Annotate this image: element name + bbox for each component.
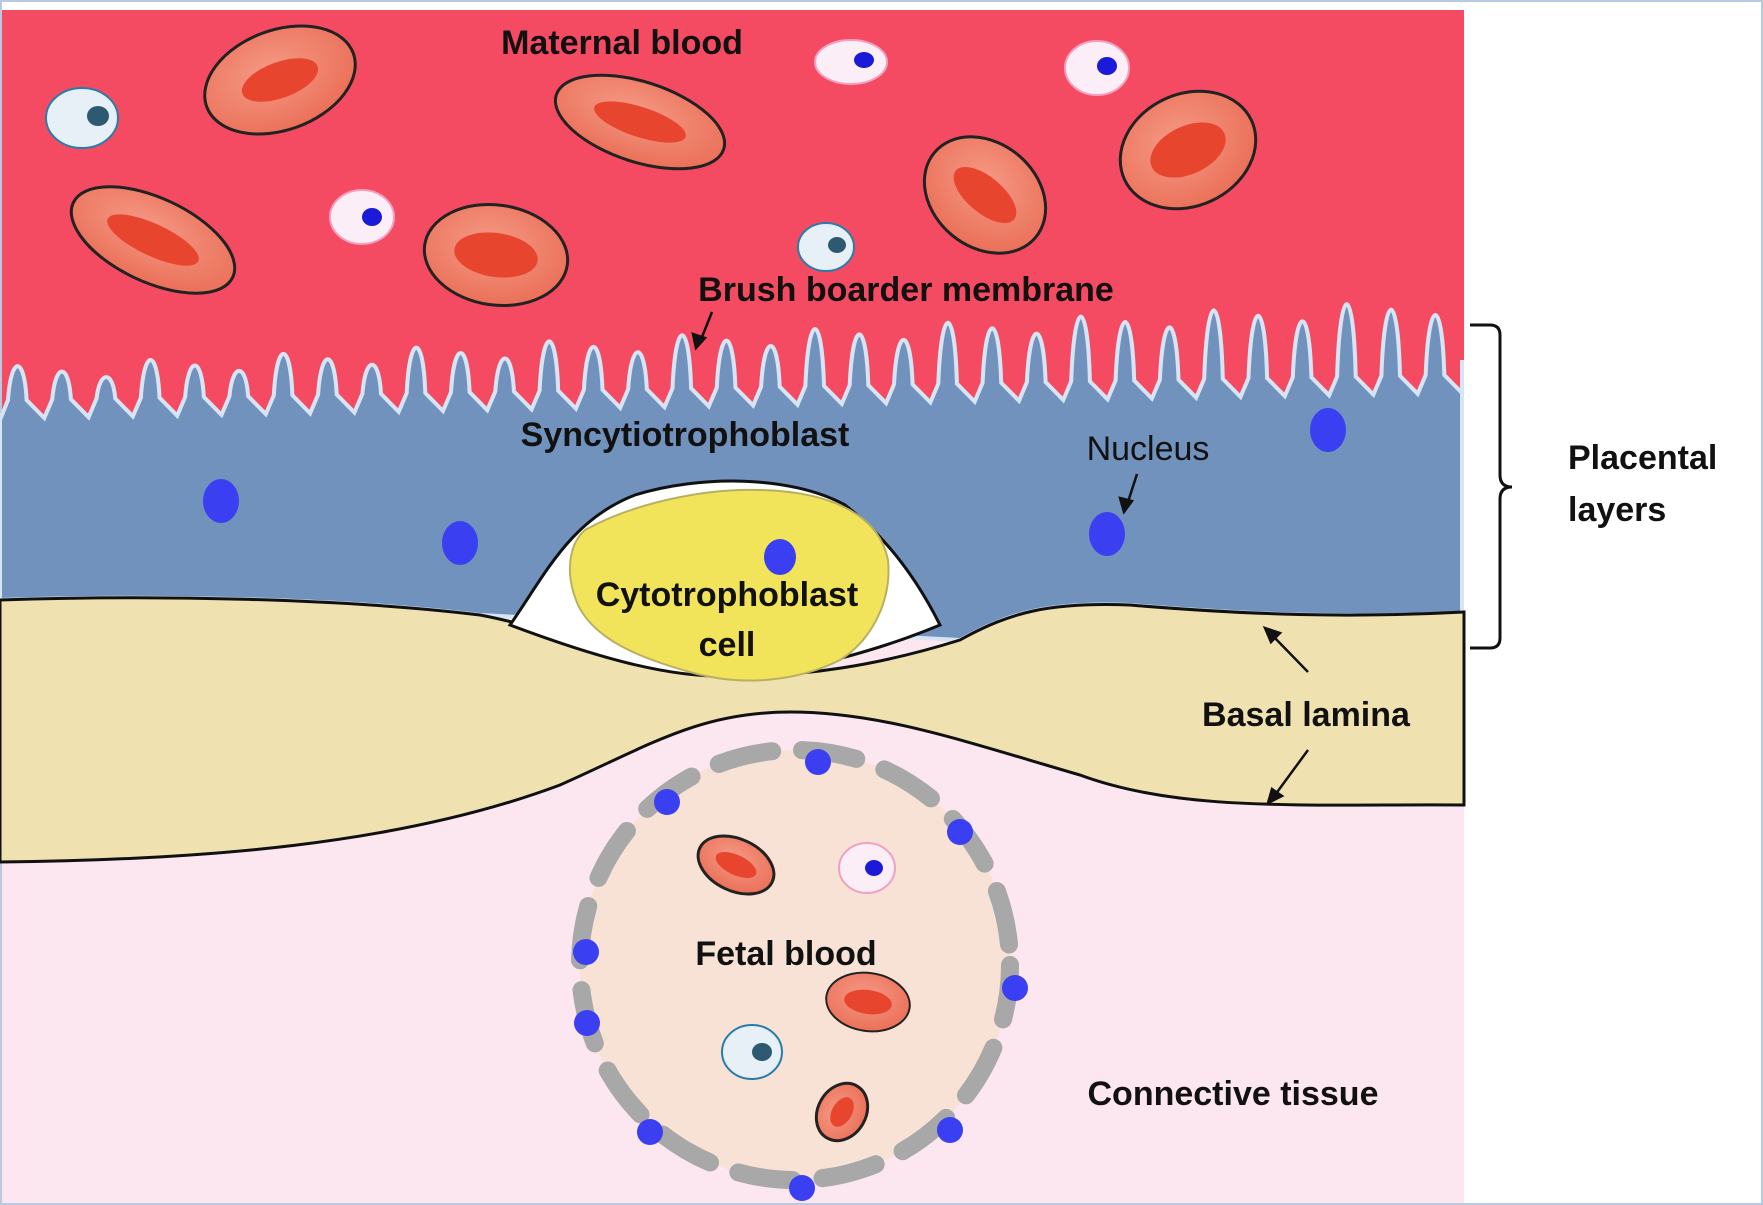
cytotrophoblast-label-line2: cell (699, 626, 756, 664)
red-blood-cell (922, 135, 1048, 255)
white-blood-cell (838, 842, 896, 894)
maternal-white-cells (45, 39, 1130, 272)
fetal-capillary (580, 750, 1010, 1180)
arrow (1271, 634, 1309, 673)
nucleus (1310, 408, 1346, 452)
placental-layers-bracket (1470, 323, 1513, 650)
nucleus (1002, 975, 1028, 1001)
nucleus-label: Nucleus (1087, 430, 1210, 468)
white-blood-cell (329, 189, 395, 245)
maternal-red-cells (69, 24, 1258, 308)
red-blood-cell (553, 73, 727, 171)
nucleus (937, 1117, 963, 1143)
fetal-blood-cells (696, 834, 911, 1143)
arrow (1273, 749, 1310, 796)
nucleus (203, 479, 239, 523)
placental-layers-label-line2: layers (1568, 491, 1666, 529)
endothelial-nuclei (573, 749, 1028, 1201)
white-blood-cell (1064, 40, 1130, 96)
pointer-arrows (691, 311, 1310, 806)
nucleus (764, 539, 796, 575)
syncytiotrophoblast-layer (0, 302, 1464, 643)
maternal-blood-label: Maternal blood (501, 24, 743, 62)
arrowhead (1118, 496, 1135, 515)
nucleus (805, 749, 831, 775)
nucleus (947, 819, 973, 845)
white-blood-cell (797, 222, 855, 272)
red-blood-cell (69, 185, 237, 295)
arrowhead (1266, 786, 1285, 806)
syncytiotrophoblast-label: Syncytiotrophoblast (521, 416, 850, 454)
brush-border-label: Brush boarder membrane (698, 271, 1114, 309)
connective-tissue-label: Connective tissue (1088, 1075, 1379, 1113)
red-blood-cell (814, 1081, 870, 1143)
placental-layers-label-line1: Placental (1568, 439, 1717, 477)
nucleus (637, 1119, 663, 1145)
basal-lamina-label: Basal lamina (1202, 696, 1411, 734)
nucleus (1089, 512, 1125, 556)
cytotrophoblast-label-line1: Cytotrophoblast (596, 576, 859, 614)
nucleus (654, 789, 680, 815)
arrowhead (691, 332, 708, 351)
arrowhead (1262, 625, 1283, 645)
red-blood-cell (825, 971, 911, 1033)
red-blood-cell (696, 834, 776, 896)
red-blood-cell (1118, 89, 1258, 211)
red-blood-cell (203, 24, 357, 136)
red-blood-cell (422, 202, 570, 308)
white-blood-cell (721, 1024, 783, 1080)
fetal-blood-label: Fetal blood (695, 935, 876, 973)
nucleus (573, 939, 599, 965)
white-blood-cell (45, 87, 119, 149)
white-blood-cell (814, 39, 888, 85)
nucleus (574, 1010, 600, 1036)
nucleus (442, 521, 478, 565)
cytotrophoblast-cell (568, 488, 890, 682)
nucleus (789, 1175, 815, 1201)
